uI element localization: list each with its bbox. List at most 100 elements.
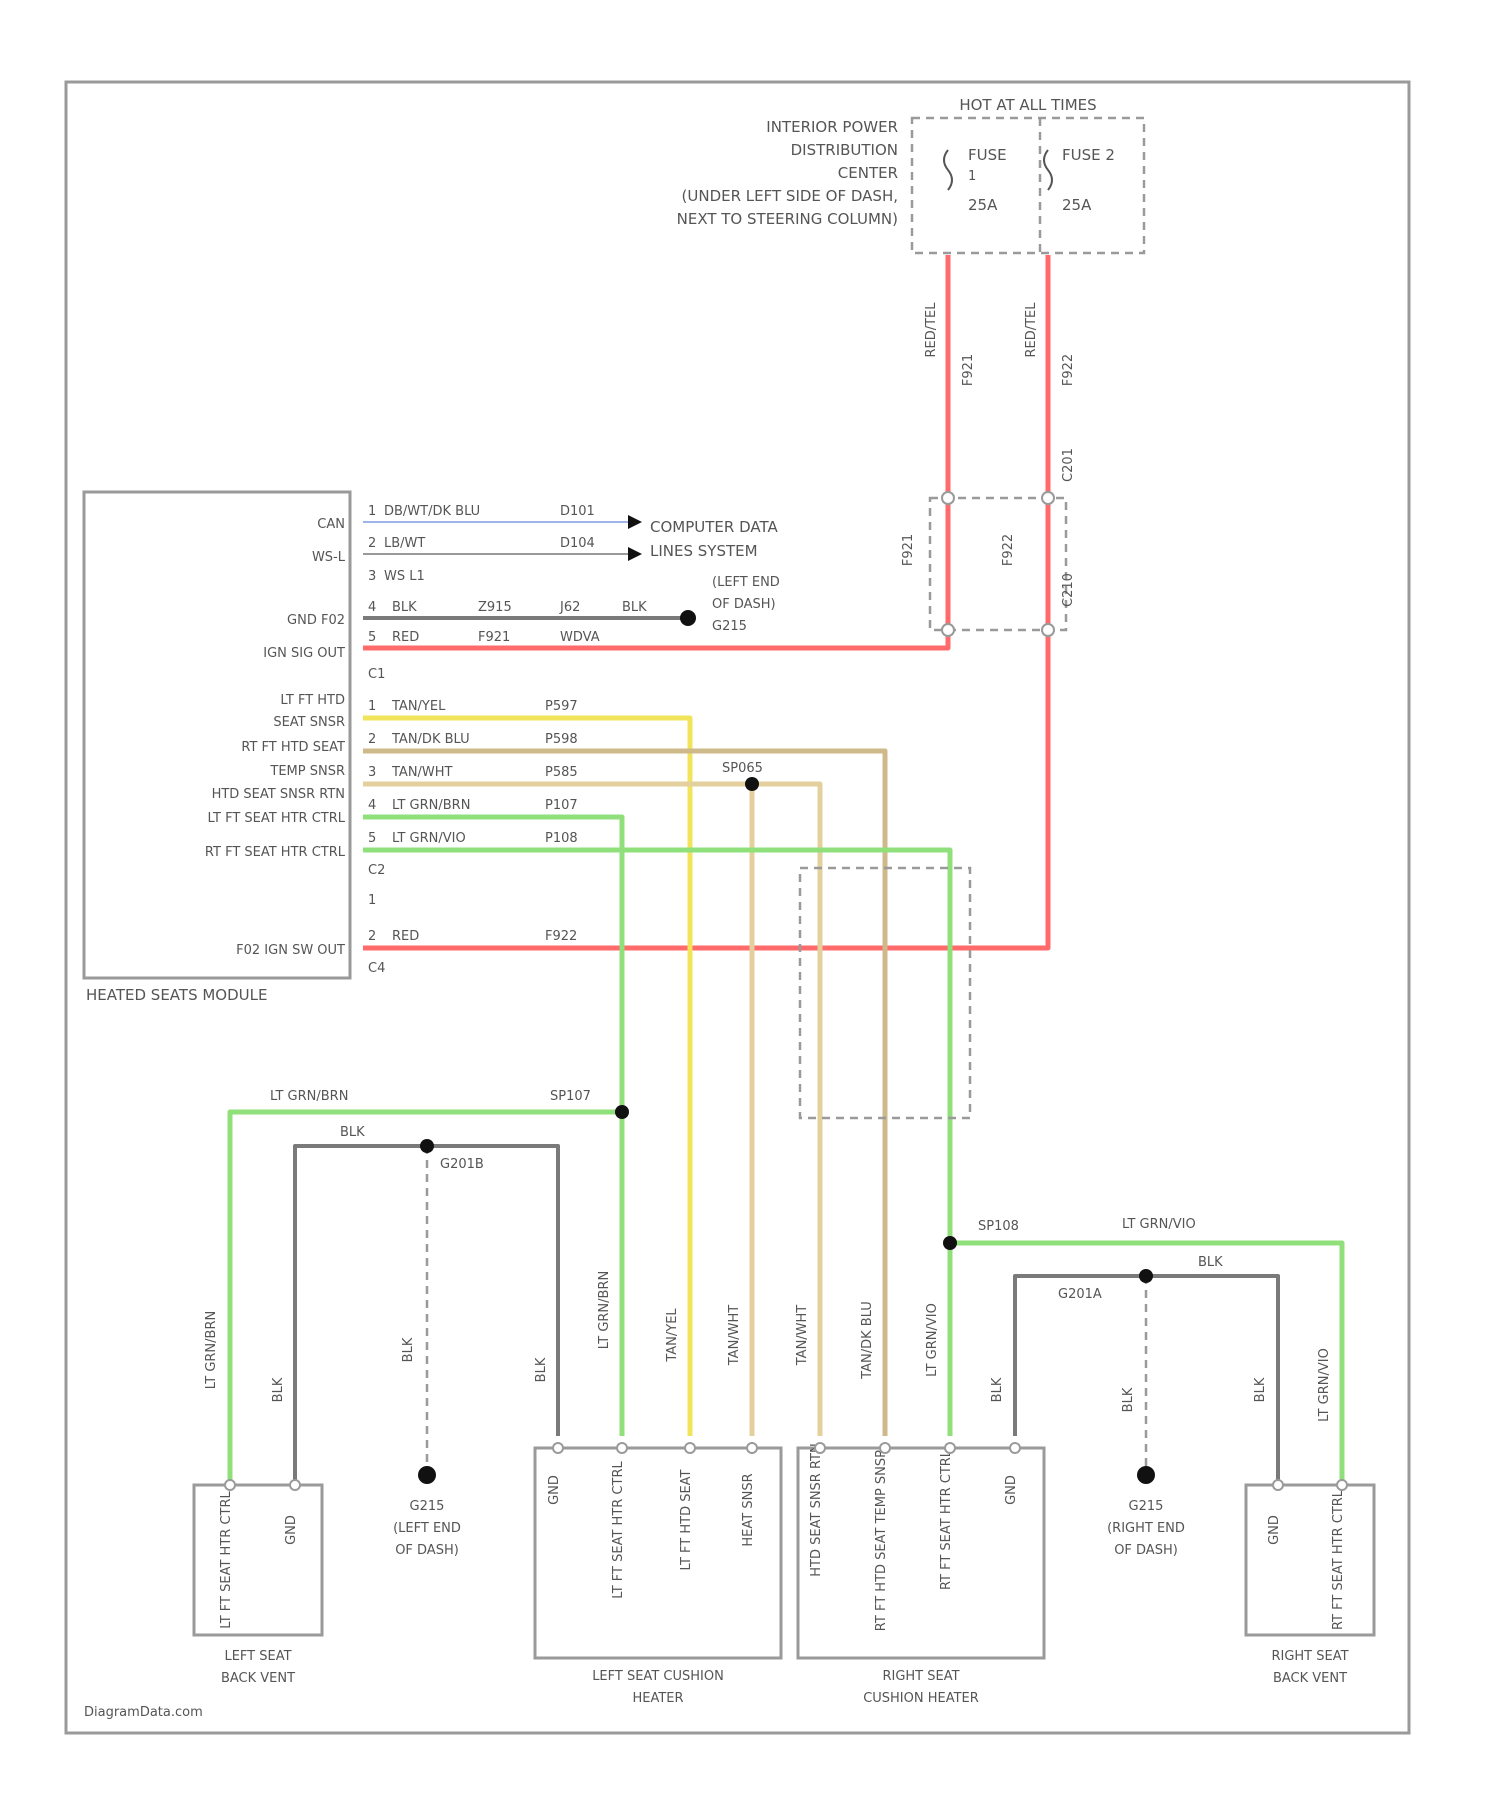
splice-sp065 xyxy=(745,777,759,791)
footer-watermark: DiagramData.com xyxy=(84,1705,203,1720)
fuse-a-name: FUSE xyxy=(968,146,1007,164)
left-cushion-wire: TAN/YEL xyxy=(665,1308,680,1363)
dist-line-4: (UNDER LEFT SIDE OF DASH, xyxy=(682,187,898,205)
left-seat-back-vent xyxy=(194,1485,322,1635)
module-pin-label: LT FT HTD xyxy=(280,693,345,708)
left-back-pin: GND xyxy=(284,1515,299,1545)
fuse-b-name: FUSE 2 xyxy=(1062,146,1115,164)
module-wire-rows: 1 DB/WT/DK BLU D101 2 LB/WT D104 3 WS L1… xyxy=(368,504,647,944)
dist-line-5: NEXT TO STEERING COLUMN) xyxy=(677,210,898,228)
data-bus-line-2: LINES SYSTEM xyxy=(650,542,758,560)
left-back-title: BACK VENT xyxy=(221,1671,295,1686)
wire-circuit: D101 xyxy=(560,504,595,519)
inline-b-label: F922 xyxy=(1001,534,1016,566)
dist-line-1: INTERIOR POWER xyxy=(766,118,898,136)
wire-num: 3 xyxy=(368,765,376,780)
module-pin-label: HTD SEAT SNSR RTN xyxy=(212,787,345,802)
right-back-title: RIGHT SEAT xyxy=(1271,1649,1348,1664)
right-seat-back-vent xyxy=(1246,1485,1374,1635)
left-cushion-pin: LT FT SEAT HTR CTRL xyxy=(611,1461,626,1599)
component-pins xyxy=(225,1443,1347,1490)
wire-num: 2 xyxy=(368,732,376,747)
wire-num: 1 xyxy=(368,699,376,714)
left-back-wire: BLK xyxy=(271,1377,286,1402)
pin xyxy=(942,624,954,636)
wire-a-circuit: F921 xyxy=(961,354,976,386)
right-cushion-title: RIGHT SEAT xyxy=(882,1669,959,1684)
wire-num: 2 xyxy=(368,536,376,551)
left-wire-label: LT GRN/BRN xyxy=(270,1089,348,1104)
wire-color: RED xyxy=(392,929,419,944)
ground-right-drop: BLK xyxy=(1121,1387,1136,1412)
ground-right-splice: G201A xyxy=(1058,1287,1102,1302)
wire-circuit: P598 xyxy=(545,732,578,747)
ground-top-line-1: (LEFT END xyxy=(712,575,780,590)
pin xyxy=(225,1480,235,1490)
right-wire-label: LT GRN/VIO xyxy=(1122,1217,1196,1232)
wire-circuit: D104 xyxy=(560,536,595,551)
left-back-title: LEFT SEAT xyxy=(224,1649,291,1664)
ground-left-wire: BLK xyxy=(340,1125,365,1140)
right-cushion-pin: GND xyxy=(1004,1475,1019,1505)
right-back-wire: BLK xyxy=(1253,1377,1268,1402)
splice-sp108-label: SP108 xyxy=(978,1219,1019,1234)
pin xyxy=(290,1480,300,1490)
pin xyxy=(880,1443,890,1453)
ground-top-line-2: OF DASH) xyxy=(712,597,776,612)
distribution-label: INTERIOR POWER DISTRIBUTION CENTER (UNDE… xyxy=(677,118,898,228)
fuse-a-symbol xyxy=(944,150,952,190)
right-cushion-wire: TAN/WHT xyxy=(795,1305,810,1367)
pin xyxy=(815,1443,825,1453)
pin xyxy=(617,1443,627,1453)
wire-color: TAN/DK BLU xyxy=(391,732,470,747)
module-pin-label: IGN SIG OUT xyxy=(263,646,345,661)
pin xyxy=(1337,1480,1347,1490)
wire-circuit: WDVA xyxy=(560,630,600,645)
pin xyxy=(685,1443,695,1453)
wire-circuit: P597 xyxy=(545,699,578,714)
bus-arrow-2 xyxy=(628,547,642,561)
module-pin-label: TEMP SNSR xyxy=(269,764,345,779)
wire-f922 xyxy=(363,255,1048,948)
wire-tan-yel xyxy=(363,718,690,1436)
right-cushion-pin: RT FT SEAT HTR CTRL xyxy=(939,1449,954,1590)
splice-sp107 xyxy=(615,1105,629,1119)
module-pin-label: GND F02 xyxy=(287,613,345,628)
dist-line-2: DISTRIBUTION xyxy=(791,141,898,159)
right-cushion-pin: RT FT HTD SEAT TEMP SNSR xyxy=(874,1449,889,1631)
splice-sp107-label: SP107 xyxy=(550,1089,591,1104)
right-cushion-wire: TAN/DK BLU xyxy=(860,1301,875,1380)
pin xyxy=(1042,492,1054,504)
right-back-pin: GND xyxy=(1267,1515,1282,1545)
splice-g201b xyxy=(420,1139,434,1153)
right-cushion-wire: BLK xyxy=(990,1377,1005,1402)
left-back-wire: LT GRN/BRN xyxy=(204,1311,219,1389)
splice-sp108 xyxy=(943,1236,957,1250)
inline-right-label: C210 xyxy=(1061,573,1076,607)
fuse-b-amp: 25A xyxy=(1062,196,1092,214)
pin xyxy=(1010,1443,1020,1453)
left-cushion-pin: HEAT SNSR xyxy=(741,1473,756,1546)
wire-color: BLK xyxy=(622,600,647,615)
wire-circuit: P107 xyxy=(545,798,578,813)
dist-line-3: CENTER xyxy=(838,164,898,182)
module-pin-labels: CAN WS-L GND F02 IGN SIG OUT LT FT HTD S… xyxy=(205,517,346,958)
left-cushion-wire: LT GRN/BRN xyxy=(597,1271,612,1349)
wire-num: 4 xyxy=(368,798,376,813)
module-pin-label: SEAT SNSR xyxy=(273,715,345,730)
module-pin-label: F02 IGN SW OUT xyxy=(236,943,345,958)
module-name: HEATED SEATS MODULE xyxy=(86,986,267,1004)
left-back-pin: LT FT SEAT HTR CTRL xyxy=(219,1491,234,1629)
module-conn-label: C2 xyxy=(368,863,385,878)
bus-arrow-1 xyxy=(628,515,642,529)
ground-right-line: (RIGHT END xyxy=(1107,1521,1185,1536)
wire-circuit: F921 xyxy=(478,630,510,645)
right-back-wire: LT GRN/VIO xyxy=(1317,1348,1332,1422)
right-back-pin: RT FT SEAT HTR CTRL xyxy=(1331,1489,1346,1630)
wire-circuit: Z915 xyxy=(478,600,512,615)
wire-b-color: RED/TEL xyxy=(1024,302,1039,358)
right-cushion-pin: HTD SEAT SNSR RTN xyxy=(809,1443,824,1576)
inline-conn-label: C201 xyxy=(1061,448,1076,482)
ground-point-right xyxy=(1137,1466,1155,1484)
